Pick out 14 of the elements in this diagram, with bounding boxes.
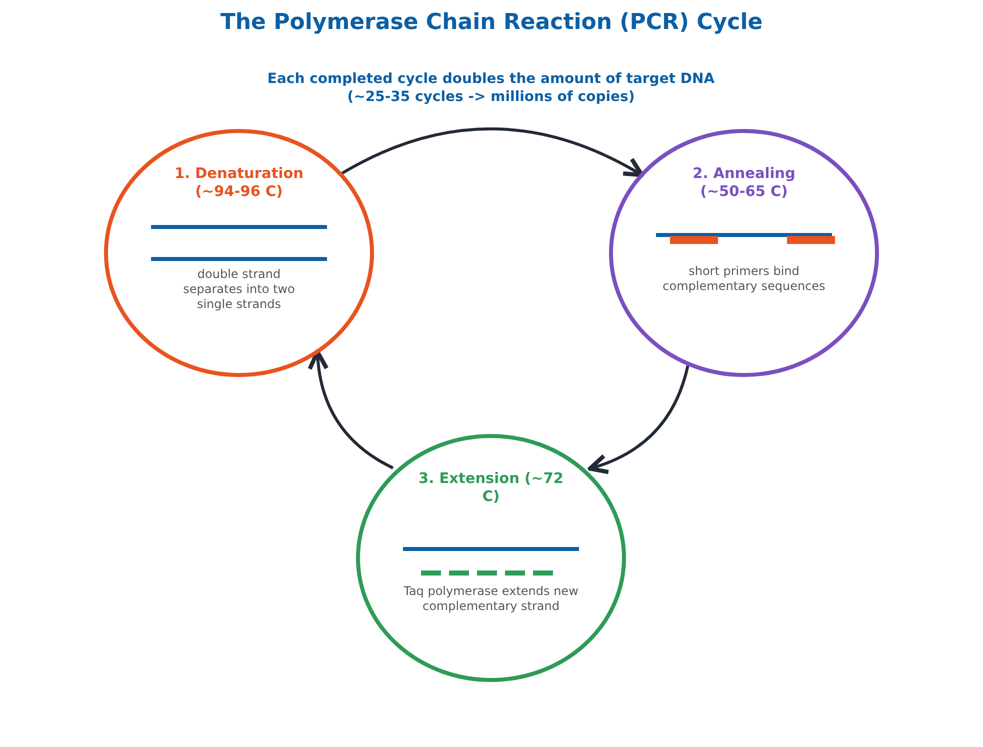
stage-description: Taq polymerase extends new complementary strand [402, 584, 580, 614]
stage-description: double strand separates into two single strands [182, 267, 296, 312]
diagram-title: The Polymerase Chain Reaction (PCR) Cycle [219, 10, 764, 35]
stage-heading: 2. Annealing (~50-65 C) [692, 165, 796, 201]
stage-circle [356, 434, 626, 682]
stage-circle [609, 129, 879, 377]
subtitle-note: Each completed cycle doubles the amount of target DNA (~25-35 cycles -> millions of copies) [266, 70, 716, 106]
stage-heading: 1. Denaturation (~94-96 C) [174, 165, 304, 201]
stage-circle [104, 129, 374, 377]
stage-heading: 3. Extension (~72 C) [418, 470, 564, 506]
cycle-arrow [588, 365, 690, 474]
cycle-arrow [342, 127, 644, 178]
cycle-arrow [308, 350, 394, 470]
stage-description: short primers bind complementary sequences [662, 264, 826, 294]
